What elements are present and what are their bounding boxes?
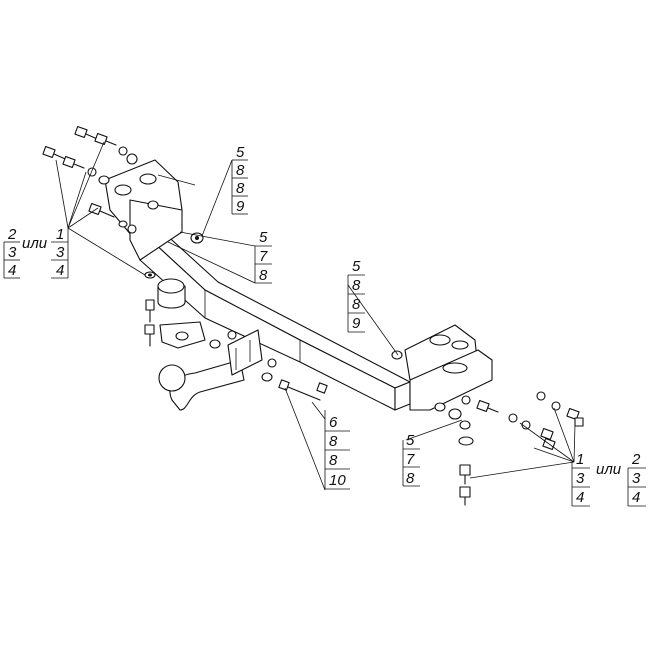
callout-number: 5 xyxy=(236,144,245,161)
callout-middle-right: 5 8 8 9 xyxy=(347,258,365,333)
callout-number: 7 xyxy=(259,248,268,265)
callout-top-center: 5 8 8 9 xyxy=(231,144,248,215)
callout-number: 8 xyxy=(329,452,338,469)
callout-number: 3 xyxy=(56,244,65,261)
callout-number: 1 xyxy=(56,226,64,243)
callout-number: 8 xyxy=(352,296,361,313)
callout-number: 8 xyxy=(406,470,415,487)
callout-number: 5 xyxy=(352,258,361,275)
callout-number: 8 xyxy=(352,277,361,294)
callout-number: 9 xyxy=(352,315,361,332)
callout-number: 8 xyxy=(236,162,245,179)
callout-bottom-right-main: 1 3 4 xyxy=(571,451,590,507)
callout-number: 8 xyxy=(259,267,268,284)
left-vertical-bolts xyxy=(144,299,155,347)
right-bolts xyxy=(434,391,584,506)
callout-number: 5 xyxy=(259,229,268,246)
right-mounting-bracket xyxy=(404,324,493,411)
or-label: или xyxy=(22,235,48,252)
callout-number: 1 xyxy=(576,451,584,468)
center-bottom-bolt xyxy=(278,379,328,401)
or-label: или xyxy=(596,461,622,478)
callout-number: 7 xyxy=(406,451,415,468)
callout-number: 6 xyxy=(329,414,338,431)
callout-top-left-main: 1 3 4 xyxy=(51,226,69,279)
center-nuts xyxy=(190,232,403,382)
callout-middle-center: 5 7 8 xyxy=(254,229,272,284)
callout-number: 3 xyxy=(576,470,585,487)
callout-bottom-center: 6 8 8 10 xyxy=(324,410,350,490)
callout-number: 2 xyxy=(631,451,641,468)
left-mounting-bracket xyxy=(104,159,196,261)
callout-number: 2 xyxy=(7,226,17,243)
callout-number: 3 xyxy=(632,470,641,487)
callout-number: 9 xyxy=(236,198,245,215)
callout-number: 8 xyxy=(329,433,338,450)
callout-bottom-right-alt: 2 3 4 xyxy=(627,451,646,507)
callout-number: 3 xyxy=(8,244,17,261)
top-left-bolts xyxy=(42,125,117,218)
callout-number: 4 xyxy=(576,489,584,506)
callout-number: 4 xyxy=(8,262,16,279)
callout-bottom-mid: 5 7 8 xyxy=(402,432,420,487)
ball-cover-cap xyxy=(157,278,186,309)
tow-ball-neck xyxy=(158,329,263,411)
callout-number: 4 xyxy=(632,489,640,506)
leader-lines xyxy=(55,141,576,491)
callout-number: 4 xyxy=(56,262,64,279)
callout-number: 5 xyxy=(406,432,415,449)
callout-top-left-alt: 2 3 4 xyxy=(3,226,20,279)
socket-plate xyxy=(159,321,206,349)
callout-number: 10 xyxy=(329,472,346,489)
top-left-washers xyxy=(87,146,156,279)
callout-number: 8 xyxy=(236,180,245,197)
